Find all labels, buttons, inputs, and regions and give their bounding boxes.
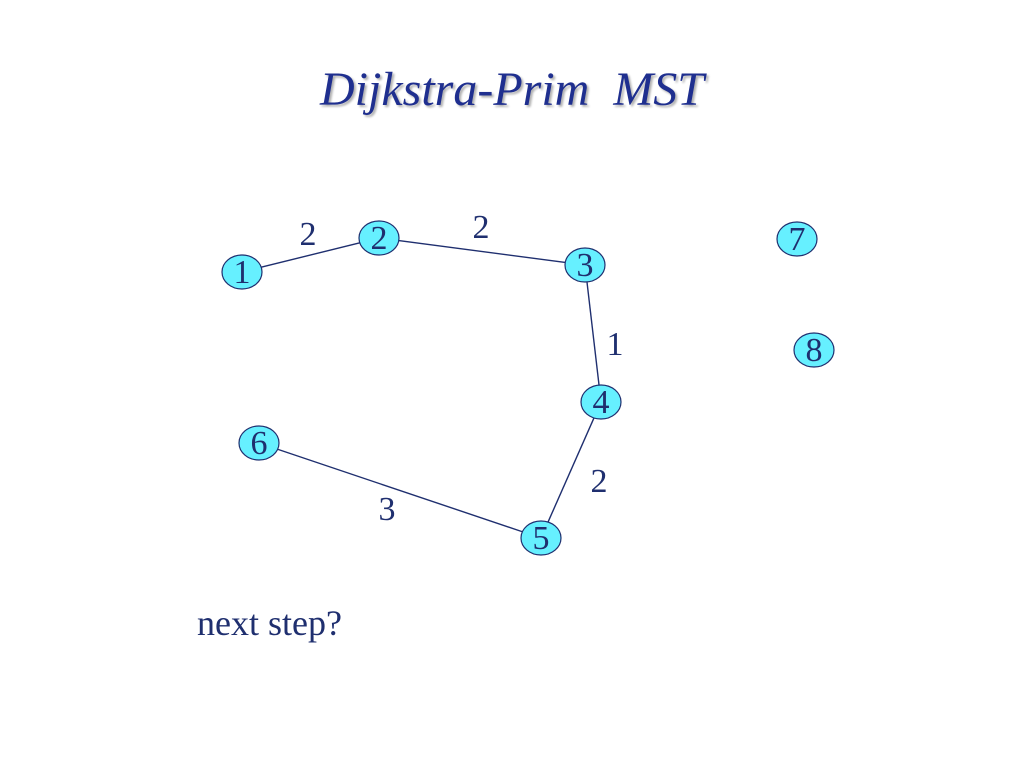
node-label-3: 3 [577,247,594,284]
edge-weight-6-5: 3 [379,491,396,528]
edge-weight-3-4: 1 [607,326,624,363]
node-ellipse-8 [793,332,835,368]
node-ellipse-2 [358,220,400,256]
node-1: 1 [221,254,263,291]
nodes: 1 2 3 4 5 6 7 8 [221,220,835,557]
edge-weight-4-5: 2 [591,463,608,500]
node-6: 6 [238,425,280,462]
caption-next-step: next step? [197,603,342,643]
edge-4-5 [547,417,595,523]
node-label-5: 5 [533,520,550,557]
node-label-4: 4 [593,384,610,421]
node-4: 4 [580,384,622,421]
node-label-8: 8 [806,332,823,369]
node-label-6: 6 [251,425,268,462]
node-5: 5 [520,520,562,557]
node-ellipse-6 [238,425,280,461]
node-7: 7 [776,221,818,258]
node-label-1: 1 [234,254,251,291]
node-ellipse-1 [221,254,263,290]
node-ellipse-4 [580,384,622,420]
edge-3-4 [586,281,600,386]
node-ellipse-5 [520,520,562,556]
edge-2-3 [398,239,566,264]
slide-title: Dijkstra-Prim MST [320,63,704,116]
edge-weight-2-3: 2 [473,209,490,246]
node-ellipse-3 [564,247,606,283]
node-3: 3 [564,247,606,284]
edge-weight-1-2: 2 [300,216,317,253]
edges [261,239,600,533]
edge-weights: 2 2 1 2 3 [300,209,624,528]
node-ellipse-7 [776,221,818,257]
node-label-2: 2 [371,220,388,257]
node-8: 8 [793,332,835,369]
node-label-7: 7 [789,221,806,258]
edge-1-2 [261,242,360,268]
node-2: 2 [358,220,400,257]
edge-6-5 [277,448,523,533]
